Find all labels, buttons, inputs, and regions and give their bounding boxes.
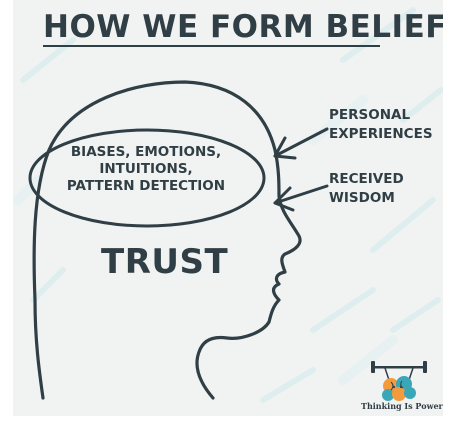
brain-lifting-barbell-icon <box>371 361 427 401</box>
oval-line-1: BIASES, EMOTIONS, <box>70 144 222 160</box>
input-1-line-2: EXPERIENCES <box>329 126 433 142</box>
background-texture <box>13 7 443 403</box>
oval-line-2: INTUITIONS, <box>99 161 193 177</box>
input-1-line-1: PERSONAL <box>329 107 411 123</box>
arrow-received-wisdom <box>273 184 329 212</box>
trust-label: TRUST <box>101 242 229 282</box>
input-received-wisdom: RECEIVED WISDOM <box>329 170 404 208</box>
oval-text: BIASES, EMOTIONS, INTUITIONS, PATTERN DE… <box>61 144 231 195</box>
head-illustration <box>28 80 329 400</box>
arrow-personal-experiences <box>273 127 329 160</box>
infographic-card: HOW WE FORM BELIEFS BIASES, EMOTIONS, IN… <box>13 0 443 416</box>
page-title: HOW WE FORM BELIEFS <box>43 9 443 45</box>
mind-oval <box>28 128 266 228</box>
input-2-line-1: RECEIVED <box>329 171 404 187</box>
logo-text: Thinking Is Power <box>361 401 443 411</box>
input-personal-experiences: PERSONAL EXPERIENCES <box>329 106 433 144</box>
oval-line-3: PATTERN DETECTION <box>66 178 226 194</box>
input-2-line-2: WISDOM <box>329 190 395 206</box>
title-underline <box>43 45 380 47</box>
